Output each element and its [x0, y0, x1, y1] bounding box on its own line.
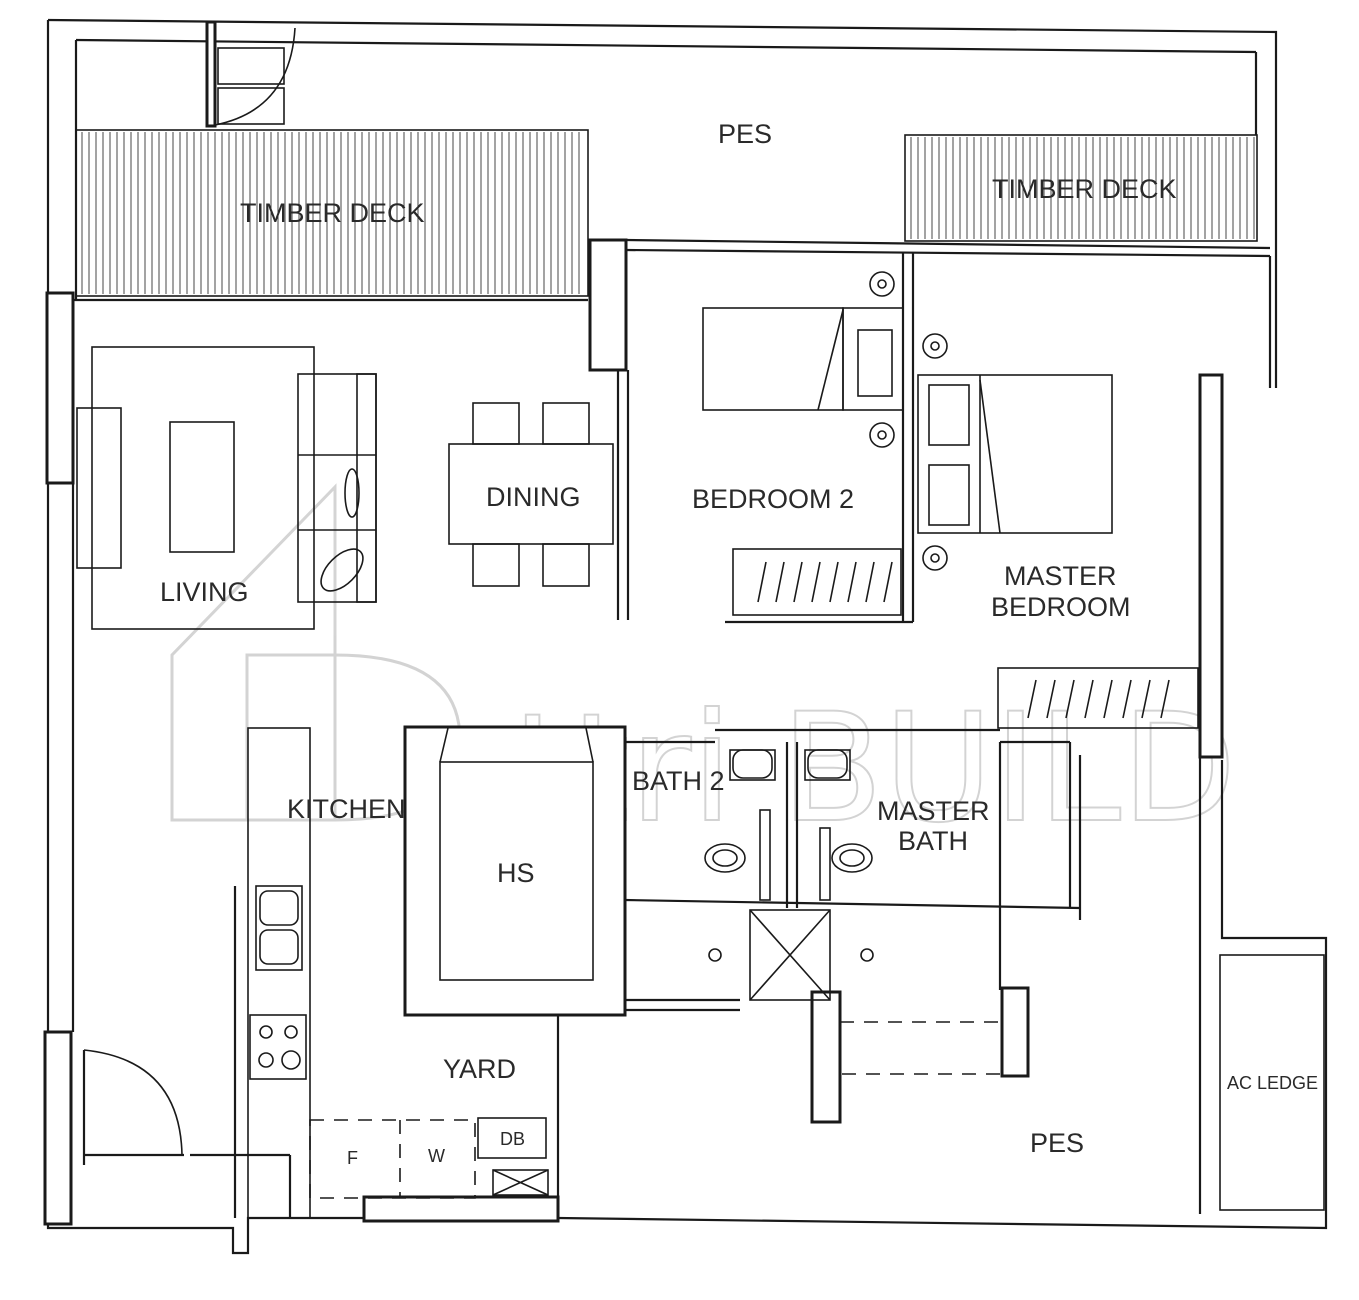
top-gate — [205, 20, 296, 128]
label-washer: W — [428, 1146, 445, 1166]
bathrooms — [624, 728, 1082, 1075]
wardrobe-hanger-line — [847, 561, 857, 603]
yard-fixtures — [190, 1015, 560, 1218]
label-master-bath-1: MASTER — [877, 796, 990, 826]
label-living: LIVING — [160, 577, 249, 607]
label-master-bath-2: BATH — [898, 826, 968, 856]
label-ac-ledge: AC LEDGE — [1227, 1073, 1318, 1093]
bedroom-2-furniture — [702, 271, 904, 616]
wardrobe-hanger-line — [1103, 679, 1113, 719]
label-hs: HS — [497, 858, 535, 888]
wardrobe-hanger-line — [1141, 679, 1151, 719]
label-dining: DINING — [486, 482, 581, 512]
label-master-bedroom-1: MASTER — [1004, 561, 1117, 591]
wardrobe-hanger-line — [865, 561, 875, 603]
wardrobe-hanger-line — [829, 561, 839, 603]
label-bath-2: BATH 2 — [632, 766, 725, 796]
label-master-bedroom-2: BEDROOM — [991, 592, 1131, 622]
outer-boundary — [46, 18, 1328, 1255]
label-yard: YARD — [443, 1054, 516, 1084]
timber-deck-right — [904, 134, 1258, 242]
walls — [43, 238, 1272, 1226]
label-db: DB — [500, 1129, 525, 1149]
wardrobe-hanger-line — [883, 561, 893, 603]
dining-set — [448, 402, 614, 587]
wardrobe-hanger-line — [757, 561, 767, 603]
wardrobe-hanger-line — [1027, 679, 1037, 719]
timber-deck-left — [75, 129, 589, 297]
ac-ledge — [1219, 954, 1325, 1211]
wardrobe-hanger-line — [1122, 679, 1132, 719]
label-timber-deck-right: TIMBER DECK — [992, 174, 1177, 204]
wardrobe-hanger-line — [775, 561, 785, 603]
label-kitchen: KITCHEN — [287, 794, 406, 824]
label-fridge: F — [347, 1148, 358, 1168]
wardrobe-hanger-line — [1160, 679, 1170, 719]
household-shelter — [403, 725, 627, 1017]
label-pes-bottom: PES — [1030, 1128, 1084, 1158]
master-bedroom-furniture — [917, 333, 1199, 729]
living-furniture — [76, 346, 377, 630]
wardrobe-hanger-line — [1065, 679, 1075, 719]
kitchen-counter — [82, 727, 311, 1219]
wardrobe-hanger-line — [1046, 679, 1056, 719]
label-pes-top: PES — [718, 119, 772, 149]
label-bedroom-2: BEDROOM 2 — [692, 484, 854, 514]
wardrobe-hanger-line — [793, 561, 803, 603]
wardrobe-hanger-line — [811, 561, 821, 603]
label-timber-deck-left: TIMBER DECK — [240, 198, 425, 228]
wardrobe-hanger-line — [1084, 679, 1094, 719]
